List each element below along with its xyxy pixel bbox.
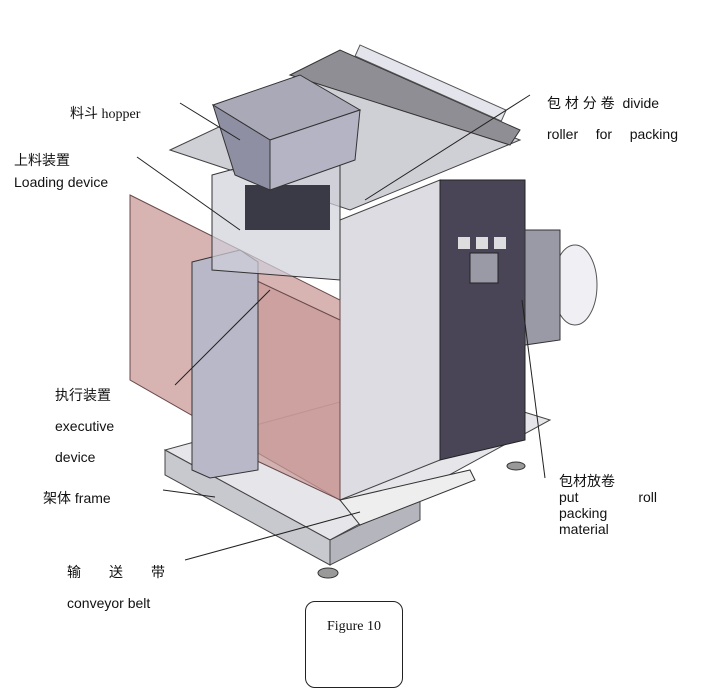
figure-caption-box: Figure 10 <box>305 601 403 688</box>
leader-line-put-roll <box>521 299 546 479</box>
label-put-roll-line1: put roll <box>559 489 657 505</box>
label-executive-cn: 执行装置 <box>55 387 111 403</box>
word: put <box>559 489 579 505</box>
char: 送 <box>109 564 123 580</box>
label-executive-en1: executive <box>55 418 115 434</box>
executive-column <box>191 249 259 479</box>
leader-line-loading <box>136 156 241 231</box>
label-conveyor-cn: 输 送 带 <box>67 564 165 580</box>
foot <box>317 567 339 579</box>
label-conveyor-en: conveyor belt <box>67 595 151 611</box>
label-put-roll-line2: packing <box>559 505 608 521</box>
word: for <box>595 126 613 142</box>
word: roll <box>638 489 657 505</box>
char: 带 <box>151 564 165 580</box>
film-plate <box>288 49 521 146</box>
leader-line-frame <box>162 489 216 498</box>
char: 输 <box>67 564 81 580</box>
label-loading-en: Loading device <box>14 174 109 190</box>
word: packing <box>629 126 678 142</box>
leader-lines <box>136 94 546 561</box>
panel-switch <box>476 237 488 249</box>
label-loading-cn: 上料装置 <box>14 152 70 168</box>
foot <box>506 461 526 471</box>
label-put-roll-cn: 包材放卷 <box>559 473 615 489</box>
conveyor-belt <box>339 469 476 526</box>
leader-line-executive <box>174 289 271 386</box>
leader-line-conveyor <box>184 511 361 561</box>
label-divide-line2: roller for packing <box>547 126 678 142</box>
label-divide-cn: 包 材 分 卷 <box>547 95 615 111</box>
panel-switch <box>494 237 506 249</box>
hopper-front <box>269 109 361 191</box>
divide-roller <box>354 44 507 122</box>
panel-switch <box>458 237 470 249</box>
dosing-units <box>245 185 330 230</box>
control-panel <box>439 179 526 461</box>
word: roller <box>547 126 579 142</box>
label-frame-cn: 架体 <box>43 490 71 506</box>
body-front <box>339 179 441 501</box>
label-hopper: 料斗 hopper <box>70 107 140 123</box>
label-hopper-cn: 料斗 <box>70 107 98 122</box>
roll-bracket <box>524 229 561 346</box>
label-hopper-en: hopper <box>101 107 141 122</box>
label-executive-en2: device <box>55 449 96 465</box>
label-divide: 包 材 分 卷 divide <box>547 95 659 111</box>
label-frame-en: frame <box>74 490 111 506</box>
label-frame: 架体 frame <box>43 490 111 506</box>
figure-caption: Figure 10 <box>326 619 382 634</box>
label-divide-en: divide <box>622 95 660 111</box>
leader-line-divide <box>364 94 531 201</box>
panel-screen <box>469 252 499 284</box>
leader-line-hopper <box>179 102 241 141</box>
label-put-roll-line3: material <box>559 521 609 537</box>
